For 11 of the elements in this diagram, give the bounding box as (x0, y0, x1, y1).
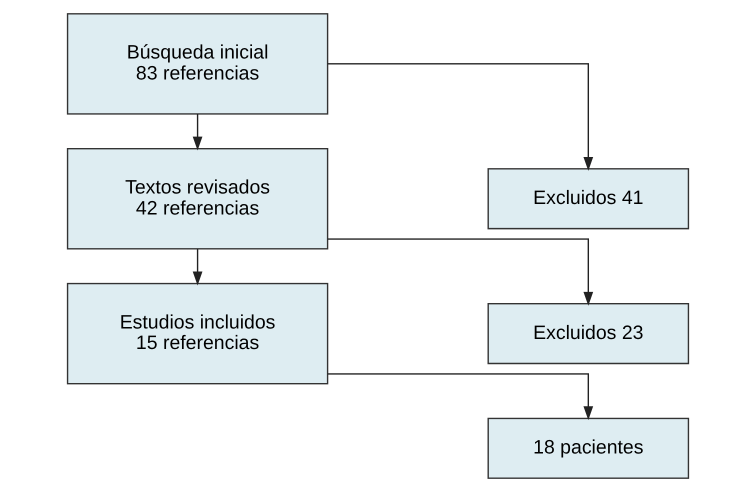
node-box: Excluidos 41 (487, 168, 689, 230)
arrow (192, 114, 202, 151)
arrow (327, 373, 593, 420)
arrow (327, 63, 593, 171)
node-box: Estudios incluidos 15 referencias (66, 282, 328, 384)
arrow (327, 238, 593, 306)
arrow (192, 248, 202, 286)
node-box: Búsqueda inicial 83 referencias (66, 13, 328, 115)
node-box: 18 pacientes (487, 418, 689, 479)
node-box: Excluidos 23 (487, 303, 689, 364)
node-box: Textos revisados 42 referencias (66, 148, 328, 250)
